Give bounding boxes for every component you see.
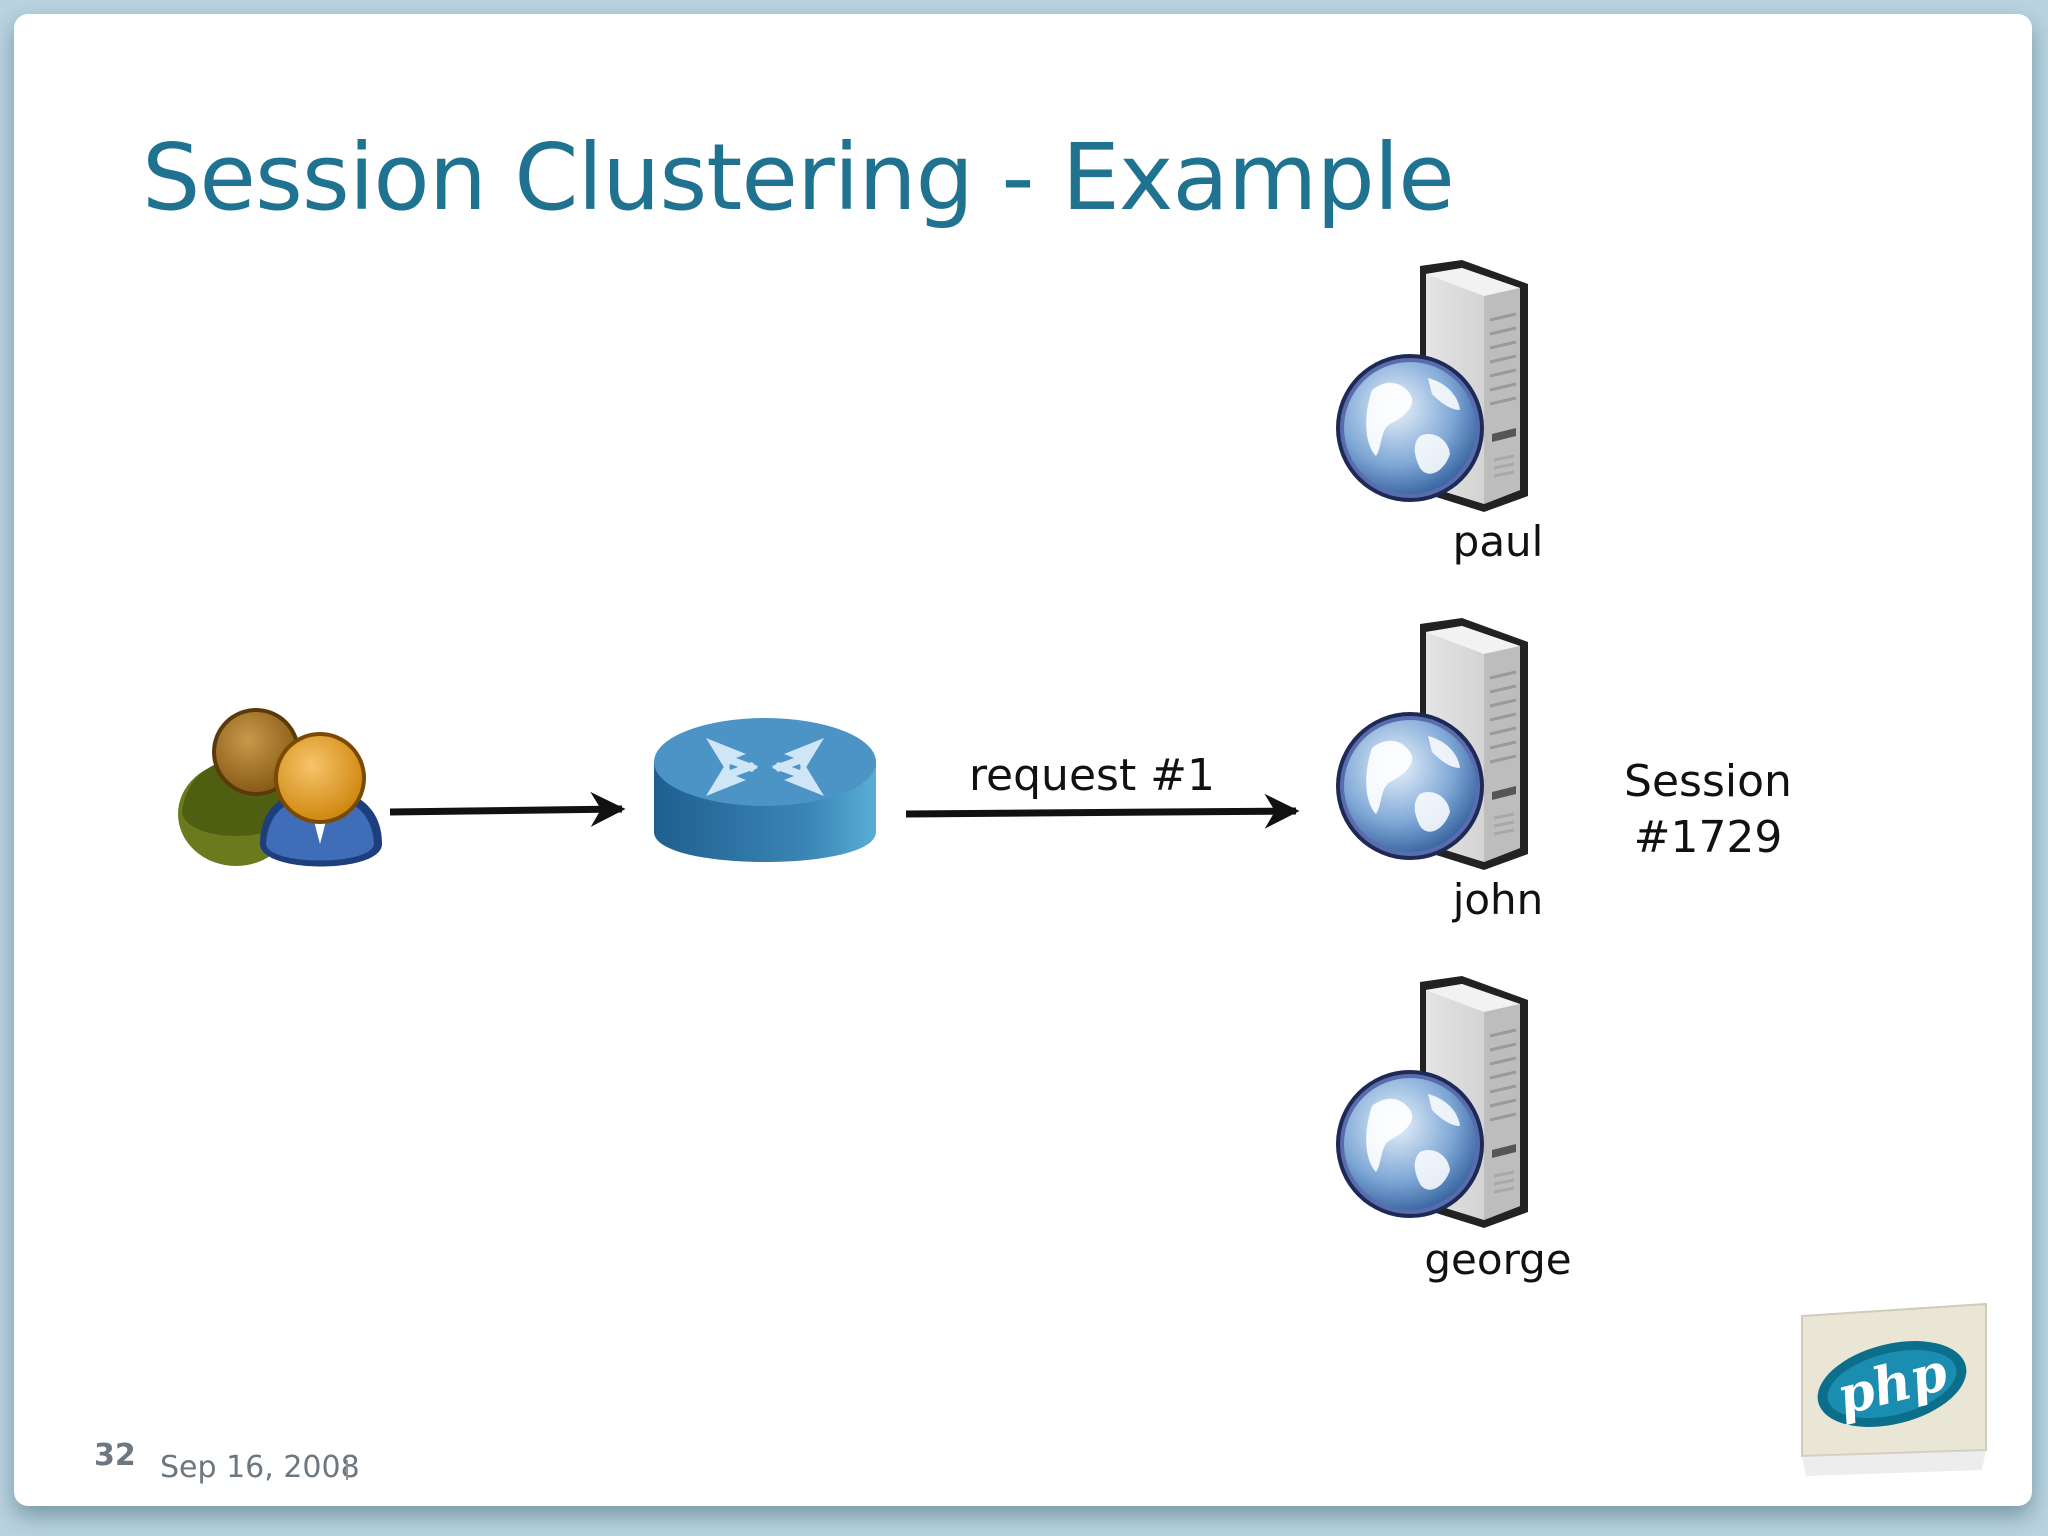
users-icon xyxy=(178,708,382,867)
request-arrow xyxy=(905,793,1300,829)
footer-date: Sep 16, 2008 xyxy=(160,1450,360,1485)
request-label: request #1 xyxy=(969,750,1215,801)
router-icon xyxy=(654,718,876,862)
session-label-line2: #1729 xyxy=(1634,812,1783,863)
diagram: request #1 paul john george Session #172… xyxy=(178,258,1792,1284)
server-label-george: george xyxy=(1424,1235,1571,1284)
session-label-line1: Session xyxy=(1624,756,1792,807)
web-server-icon xyxy=(1334,616,1530,872)
php-logo-icon: php xyxy=(1801,1302,1987,1476)
web-server-icon xyxy=(1334,974,1530,1230)
server-george: george xyxy=(1334,974,1572,1284)
server-paul: paul xyxy=(1334,258,1544,566)
server-label-paul: paul xyxy=(1453,517,1544,566)
footer-divider xyxy=(346,1460,348,1480)
page-title: Session Clustering - Example xyxy=(142,124,1455,231)
client-to-router-arrow xyxy=(389,791,626,827)
slide: Session Clustering - Example xyxy=(14,14,2032,1506)
server-label-john: john xyxy=(1452,875,1544,924)
server-john: john xyxy=(1334,616,1544,924)
page-number: 32 xyxy=(94,1438,136,1473)
web-server-icon xyxy=(1334,258,1530,514)
